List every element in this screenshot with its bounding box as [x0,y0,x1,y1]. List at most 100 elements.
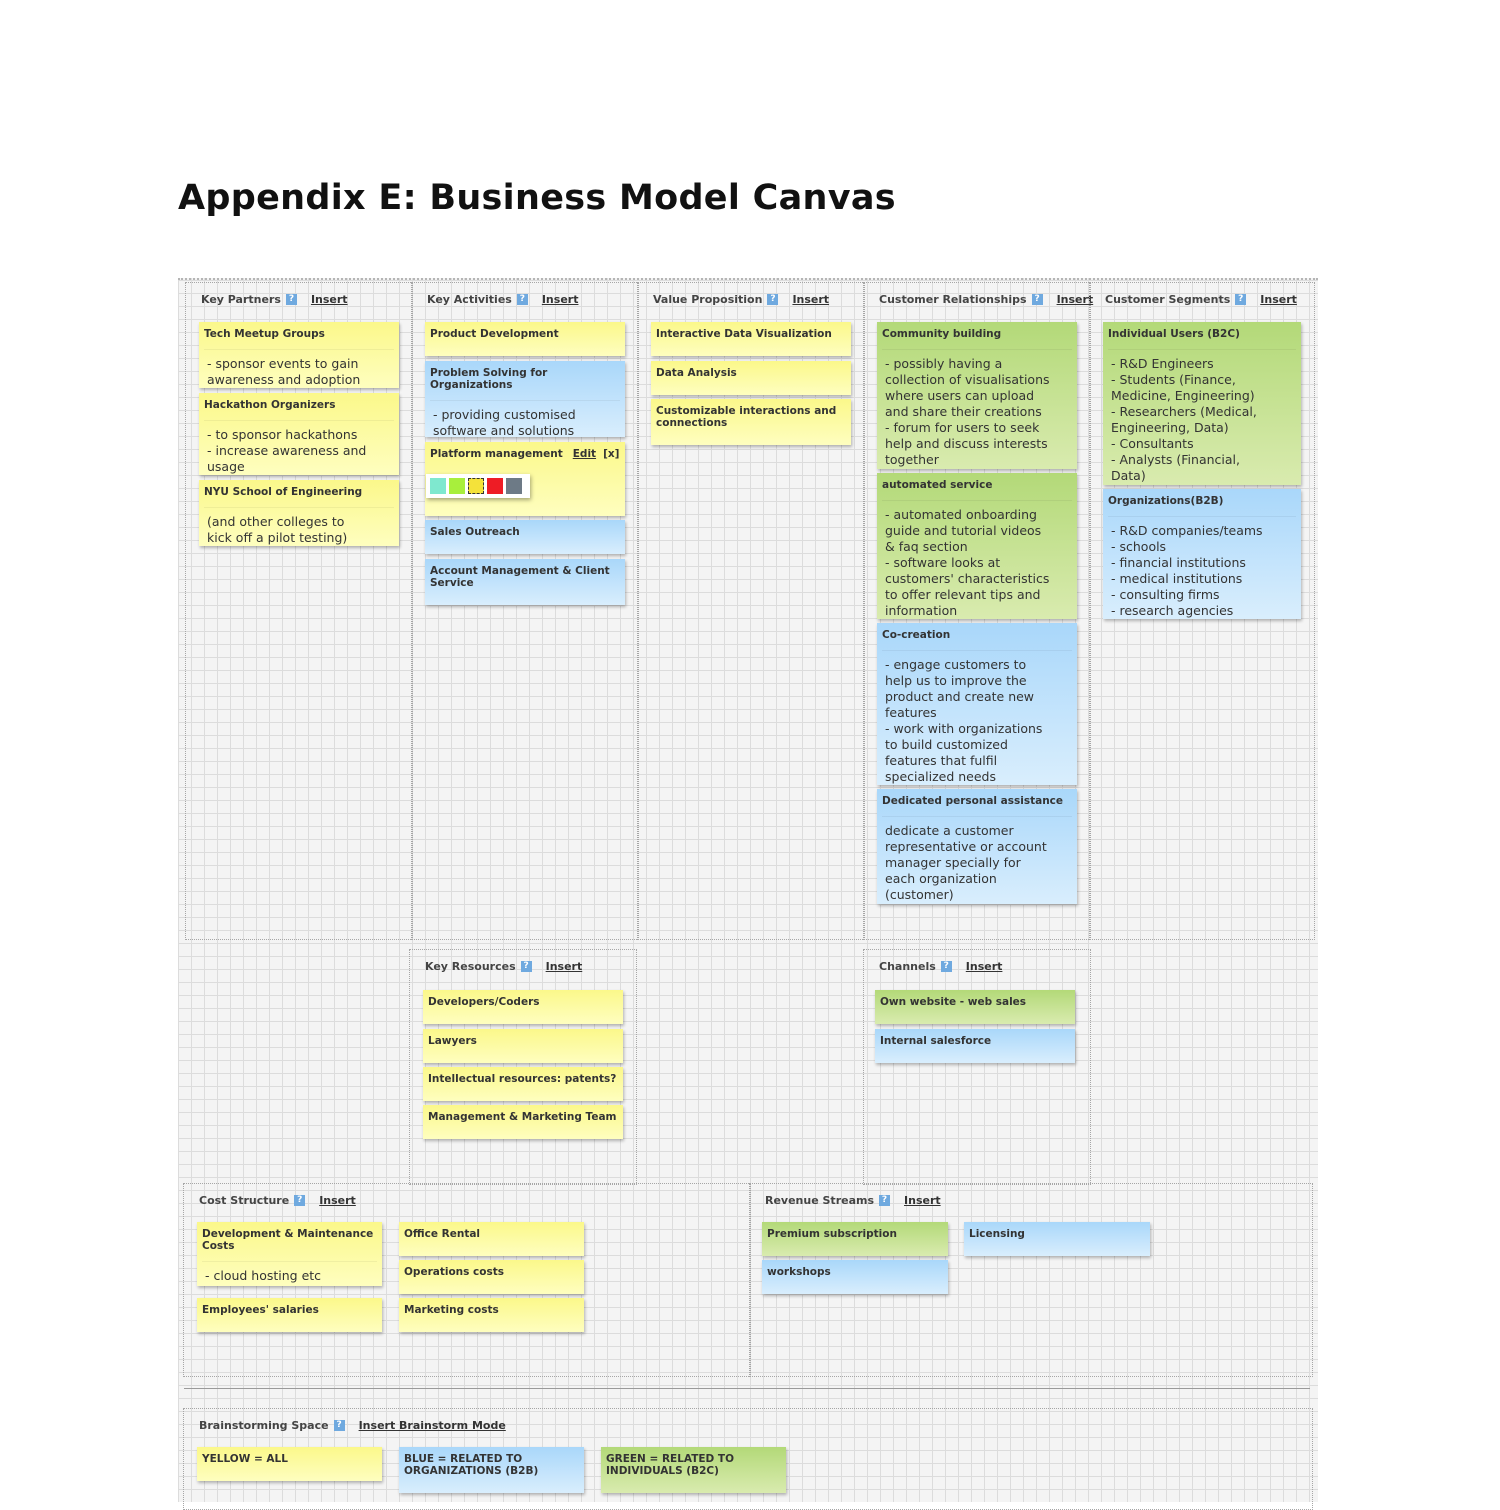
note-title: Problem Solving for Organizations [430,367,548,391]
sticky-note[interactable]: Internal salesforce [875,1029,1075,1063]
section-title: Cost Structure [199,1194,290,1207]
sticky-note[interactable]: Developers/Coders [423,990,623,1024]
sticky-note[interactable]: Community building - possibly having a c… [877,322,1077,469]
close-button[interactable]: [x] [603,448,620,460]
help-icon[interactable]: ? [285,294,297,305]
sticky-note[interactable]: Organizations(B2B) - R&D companies/teams… [1103,489,1301,619]
sticky-note[interactable]: Interactive Data Visualization [651,322,851,356]
note-title: Interactive Data Visualization [656,328,832,340]
sticky-note[interactable]: Individual Users (B2C) - R&D Engineers -… [1103,322,1301,485]
note-title: Platform management [430,448,563,460]
section-customer-segments: Customer Segments ? Insert [1089,282,1315,940]
note-title: YELLOW = ALL [202,1453,288,1465]
sticky-note[interactable]: workshops [762,1260,948,1294]
note-title: Own website - web sales [880,996,1027,1008]
insert-link[interactable]: Insert [541,293,579,306]
color-swatch-green[interactable] [449,478,465,494]
sticky-note[interactable]: Problem Solving for Organizations - prov… [425,361,625,438]
note-body: - R&D Engineers - Students (Finance, Med… [1108,349,1296,484]
color-swatch-teal[interactable] [430,478,446,494]
note-title: GREEN = RELATED TO INDIVIDUALS (B2C) [606,1453,734,1477]
insert-link[interactable]: Insert [310,293,348,306]
sticky-note[interactable]: Data Analysis [651,361,851,395]
color-swatch-yellow[interactable] [468,478,484,494]
help-icon[interactable]: ? [1031,294,1043,305]
note-title: Tech Meetup Groups [204,328,325,340]
note-title: Account Management & Client Service [430,565,610,589]
note-body: (and other colleges to kick off a pilot … [204,507,394,546]
section-title: Customer Segments [1105,293,1231,306]
section-title: Revenue Streams [765,1194,875,1207]
help-icon[interactable]: ? [520,961,532,972]
note-title: workshops [767,1266,831,1278]
sticky-note[interactable]: Own website - web sales [875,990,1075,1024]
note-body: - R&D companies/teams - schools - financ… [1108,516,1296,619]
help-icon[interactable]: ? [767,294,779,305]
note-title: Dedicated personal assistance [882,795,1064,807]
sticky-note[interactable]: Marketing costs [399,1298,584,1332]
note-title: NYU School of Engineering [204,486,363,498]
edit-link[interactable]: Edit [572,448,597,460]
insert-link[interactable]: Insert [319,1194,356,1207]
sticky-note[interactable]: Operations costs [399,1260,584,1294]
sticky-note[interactable]: Office Rental [399,1222,584,1256]
sticky-note[interactable]: Premium subscription [762,1222,948,1256]
sticky-note[interactable]: Licensing [964,1222,1150,1256]
sticky-note[interactable]: Dedicated personal assistance dedicate a… [877,789,1077,904]
sticky-note[interactable]: Customizable interactions and connection… [651,399,851,445]
help-icon[interactable]: ? [294,1195,306,1206]
sticky-note[interactable]: NYU School of Engineering (and other col… [199,480,399,546]
help-icon[interactable]: ? [1235,294,1247,305]
note-body: dedicate a customer representative or ac… [882,816,1072,903]
sticky-note[interactable]: automated service - automated onboarding… [877,473,1077,619]
sticky-note[interactable]: Development & Maintenance Costs - cloud … [197,1222,382,1286]
legend-note-green[interactable]: GREEN = RELATED TO INDIVIDUALS (B2C) [601,1447,786,1493]
sticky-note[interactable]: Tech Meetup Groups - sponsor events to g… [199,322,399,388]
sticky-note[interactable]: Employees' salaries [197,1298,382,1332]
color-swatch-gray[interactable] [506,478,522,494]
help-icon[interactable]: ? [940,961,952,972]
business-model-canvas: Key Partners ? Insert Tech Meetup Groups… [178,278,1318,1510]
section-channels: Channels ? Insert [863,949,1091,1185]
sticky-note[interactable]: Hackathon Organizers - to sponsor hackat… [199,393,399,475]
note-title: Data Analysis [656,367,737,379]
insert-link[interactable]: Insert [1260,293,1297,306]
help-icon[interactable]: ? [333,1420,345,1431]
sticky-note[interactable]: Management & Marketing Team [423,1105,623,1139]
section-key-partners: Key Partners ? Insert [185,282,413,940]
sticky-note[interactable]: Sales Outreach [425,520,625,554]
note-title: Sales Outreach [430,526,520,538]
insert-link[interactable]: Insert [965,960,1003,973]
section-key-activities: Key Activities ? Insert [411,282,639,940]
sticky-note[interactable]: Intellectual resources: patents? [423,1067,623,1101]
note-title: automated service [882,479,993,491]
insert-link[interactable]: Insert [792,293,830,306]
help-icon[interactable]: ? [516,294,528,305]
note-body: - possibly having a collection of visual… [882,349,1072,468]
help-icon[interactable]: ? [879,1195,891,1206]
color-swatch-red[interactable] [487,478,503,494]
note-title: Premium subscription [767,1228,897,1240]
note-title: Lawyers [428,1035,477,1047]
note-title: Marketing costs [404,1304,499,1316]
insert-brainstorm-mode-link[interactable]: Insert Brainstorm Mode [358,1419,506,1432]
legend-note-yellow[interactable]: YELLOW = ALL [197,1447,382,1481]
page-title: Appendix E: Business Model Canvas [178,178,896,218]
section-customer-relationships: Customer Relationships ? Insert [863,282,1094,940]
note-title: Customizable interactions and connection… [656,405,837,429]
legend-note-blue[interactable]: BLUE = RELATED TO ORGANIZATIONS (B2B) [399,1447,584,1493]
sticky-note[interactable]: Co-creation - engage customers to help u… [877,623,1077,785]
note-title: Operations costs [404,1266,504,1278]
note-title: Organizations(B2B) [1108,495,1224,507]
section-title: Brainstorming Space [199,1419,329,1432]
sticky-note[interactable]: Lawyers [423,1029,623,1063]
note-body: - engage customers to help us to improve… [882,650,1072,785]
insert-link[interactable]: Insert [904,1194,941,1207]
sticky-note[interactable]: Account Management & Client Service [425,559,625,605]
note-title: Product Development [430,328,559,340]
insert-link[interactable]: Insert [545,960,583,973]
insert-link[interactable]: Insert [1056,293,1094,306]
section-title: Value Proposition [653,293,763,306]
note-title: Development & Maintenance Costs [202,1228,374,1252]
sticky-note[interactable]: Product Development [425,322,625,356]
